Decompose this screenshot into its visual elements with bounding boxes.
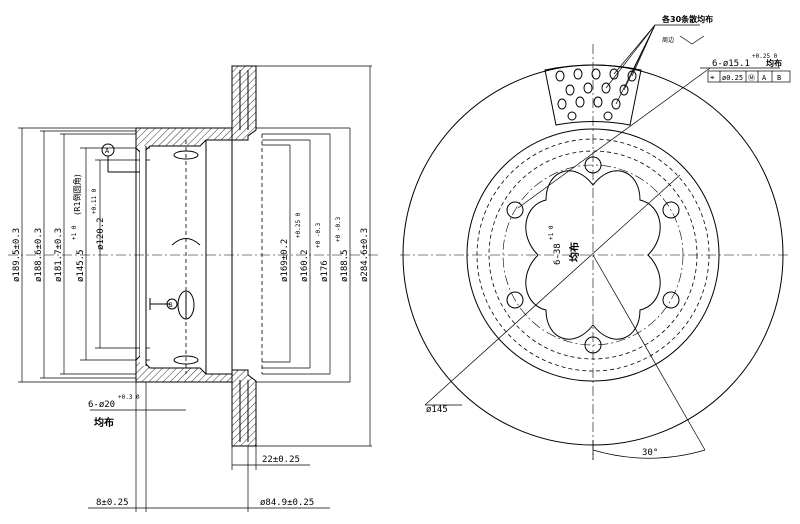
hole-callout-note: 均布 [766, 58, 782, 68]
dim-188-5-tol: +0 -0.3 [335, 216, 342, 242]
dim-22: 22±0.25 [262, 455, 300, 465]
bolt-holes [506, 156, 680, 354]
tolerance-frame: ⌖ ø0.25 Ⓜ A B [707, 70, 791, 83]
dim-176-tol: +0 -0.3 [315, 222, 322, 248]
tol-mmc: Ⓜ [748, 74, 755, 82]
datum-b-label: B [169, 302, 173, 309]
hole-note: 均布 [94, 416, 114, 429]
dim-189: ø189.5±0.3 [12, 228, 22, 282]
hole-label: 6-ø20 [88, 400, 115, 410]
datum-a-label: A [105, 147, 110, 155]
tol-symbol: ⌖ [710, 73, 715, 82]
dim-284: ø284.6±0.3 [360, 228, 370, 282]
lobe-label: 6-38 [553, 243, 563, 265]
dim-145-note: (R1倒圆角) [72, 174, 82, 215]
lobe-note: 均布 [568, 242, 581, 262]
vent-note: 各30条散均布 [661, 14, 713, 24]
hole-tol: +0.3 0 [118, 394, 140, 401]
tol-datum-a: A [762, 74, 767, 82]
vent-hole-detail [544, 64, 642, 126]
dim-8: 8±0.25 [96, 498, 129, 508]
dim-160: ø160.2 [300, 249, 310, 282]
dim-120-tol: +0.11 0 [91, 188, 98, 214]
dim-120: ø120.2 [96, 217, 106, 250]
tol-datum-b: B [777, 74, 781, 82]
dim-169: ø169±0.2 [280, 239, 290, 282]
dim-181: ø181.7±0.3 [54, 228, 64, 282]
dim-145: ø145.5 [76, 249, 86, 282]
tol-value: ø0.25 [722, 74, 743, 82]
dia-145: ø145 [426, 405, 448, 415]
angle-30: 30° [642, 448, 658, 458]
dim-188-5: ø188.5 [340, 249, 350, 282]
dim-145-tol: +1 0 [71, 225, 78, 240]
lobe-tol: +1 0 [548, 225, 555, 240]
dim-188: ø188.6±0.3 [34, 228, 44, 282]
dim-176: ø176 [320, 260, 330, 282]
front-view: 各30条散均布 周边 6-ø15.1 +0.25 0 均布 ⌖ ø0.25 Ⓜ … [400, 14, 791, 460]
section-view: A B ø189.5±0.3 ø188.6±0.3 ø181.7±0.3 ø14… [8, 65, 380, 512]
dim-160-tol: +0.25 0 [295, 212, 302, 238]
hole-callout-tol: +0.25 0 [752, 53, 778, 60]
dim-84: ø84.9±0.25 [260, 498, 314, 508]
vent-sub: 周边 [662, 36, 674, 44]
hole-callout: 6-ø15.1 [712, 59, 750, 69]
